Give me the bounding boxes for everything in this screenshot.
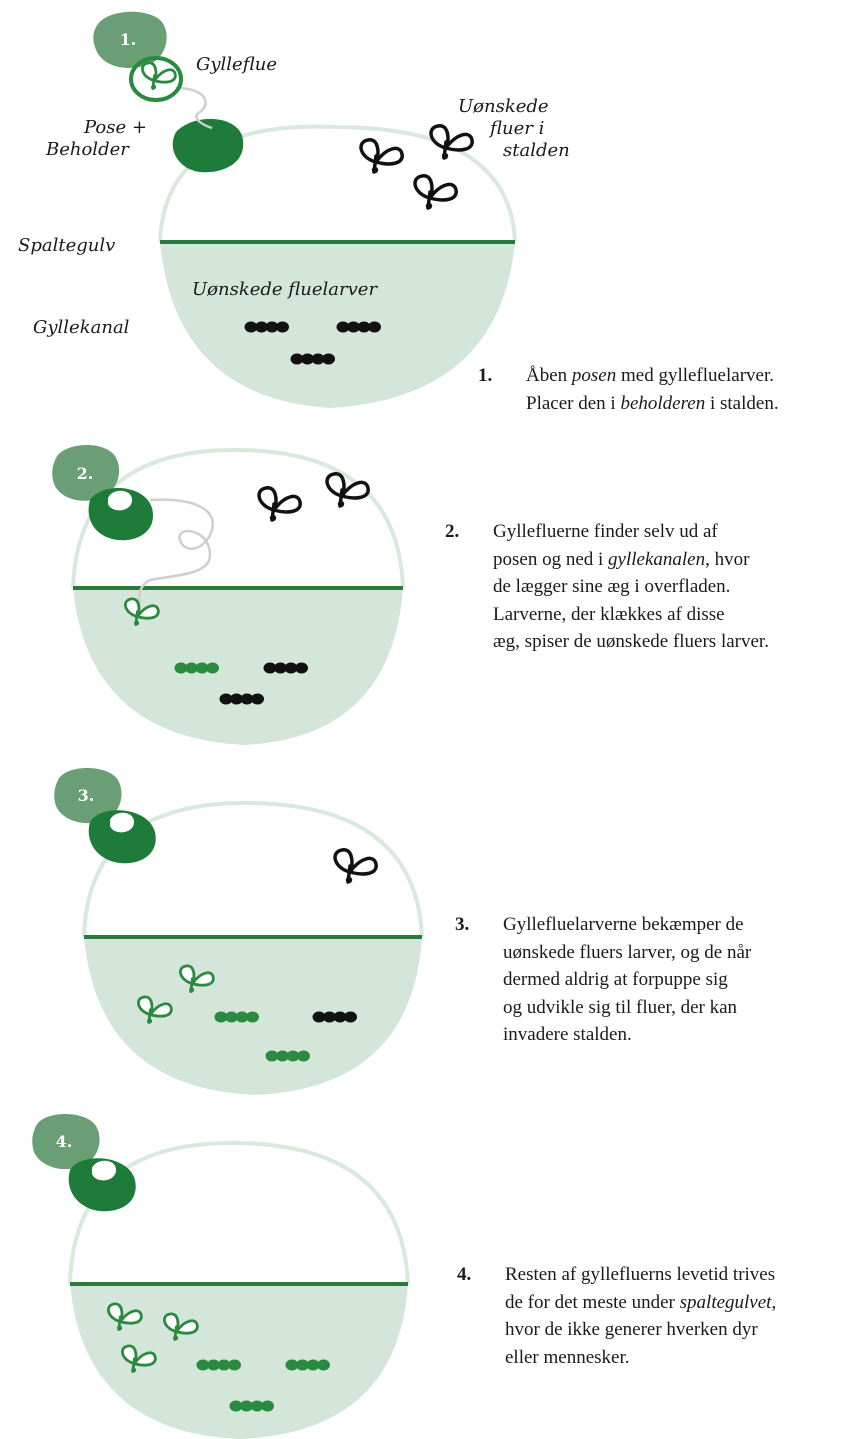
- step-description: Gyllefluerne finder selv ud af posen og n…: [493, 518, 840, 656]
- barn-outline: [82, 800, 424, 938]
- step-line: hvor de ikke generer hverken dyr: [505, 1319, 758, 1340]
- open-hole: [108, 490, 132, 511]
- badge-text: 3.: [78, 786, 95, 805]
- step-line: Gyllefluerne finder selv ud af: [493, 521, 718, 542]
- step-1-text: 1. Åben posen med gyllefluelarver. Placer …: [478, 362, 838, 417]
- green-larva-icon: [285, 1359, 330, 1371]
- step-number: 3.: [455, 914, 470, 935]
- step-line: Resten af gyllefluerns levetid trives: [505, 1264, 776, 1285]
- step-line: Gyllefluelarverne bekæmper de: [503, 914, 744, 935]
- panel-2: 2.: [52, 444, 405, 745]
- label-unwanted-flies-3: stalden: [503, 140, 570, 161]
- green-larva-icon: [174, 662, 219, 674]
- label-spaltegulv: Spaltegulv: [18, 235, 115, 256]
- label-fluelarver: Uønskede fluelarver: [192, 279, 378, 300]
- container-bag: [172, 118, 244, 173]
- step-number: 2.: [445, 521, 460, 542]
- green-fly-icon: [141, 61, 177, 91]
- black-fly-icon: [429, 124, 474, 160]
- step-description: Resten af gyllefluerns levetid trives de …: [505, 1261, 842, 1371]
- container-bag: [88, 488, 154, 541]
- step-line: de for det meste under spaltegulvet,: [505, 1291, 777, 1313]
- label-gylleflue: Gylleflue: [196, 54, 277, 75]
- label-beholder: Beholder: [45, 139, 130, 160]
- step-line: eller mennesker.: [505, 1346, 630, 1368]
- step-line: Larverne, der klækkes af disse: [493, 603, 725, 625]
- label-gyllekanal: Gyllekanal: [33, 317, 130, 338]
- panel-3: 3.: [54, 768, 424, 1095]
- panel-1: 1. Gylleflue Pose + Beholder Uønskede fl…: [18, 11, 570, 408]
- black-fly-icon: [257, 486, 302, 522]
- badge-blob: [54, 768, 122, 824]
- label-pose: Pose +: [83, 117, 147, 138]
- container-bag: [88, 810, 156, 864]
- step-line: æg, spiser de uønskede fluers larver.: [493, 631, 769, 652]
- step-line: Placer den i beholderen i stalden.: [526, 392, 779, 414]
- black-fly-icon: [413, 174, 458, 210]
- step-description: Gyllefluelarverne bekæmper de uønskede fl…: [503, 911, 840, 1049]
- step-number: 1.: [478, 365, 493, 386]
- step-description: Åben posen med gyllefluelarver. Placer de…: [526, 362, 838, 417]
- black-fly-icon: [333, 848, 378, 884]
- step-line: invadere stalden.: [503, 1024, 632, 1045]
- badge-blob: [52, 444, 120, 501]
- black-fly-icon: [325, 472, 370, 508]
- green-fly-icon: [107, 1302, 143, 1332]
- step-line: posen og ned i gyllekanalen, hvor: [493, 548, 750, 570]
- badge-text: 2.: [77, 464, 94, 483]
- badge-text: 1.: [120, 30, 137, 49]
- green-fly-icon: [124, 597, 160, 627]
- barn-outline: [68, 1140, 410, 1285]
- step-line: dermed aldrig at forpuppe sig: [503, 969, 728, 990]
- green-larva-icon: [214, 1011, 259, 1023]
- step-number: 4.: [457, 1264, 472, 1285]
- green-larva-icon: [265, 1050, 310, 1062]
- badge-text: 4.: [56, 1132, 73, 1151]
- green-fly-ring-icon: [129, 56, 183, 102]
- badge-blob: [32, 1114, 100, 1170]
- step-line: og udvikle sig til fluer, der kan: [503, 996, 738, 1018]
- green-larva-icon: [229, 1400, 274, 1412]
- canal-fill: [73, 588, 403, 745]
- hanging-string: [138, 498, 214, 604]
- step-line: Åben posen med gyllefluelarver.: [526, 365, 774, 386]
- badge-blob: [93, 11, 167, 68]
- panel-4: 4.: [32, 1114, 410, 1439]
- label-unwanted-flies-2: fluer i: [488, 118, 544, 139]
- container-bag: [68, 1158, 136, 1212]
- black-larva-icon: [219, 693, 264, 705]
- black-larva-icon: [290, 353, 335, 365]
- open-hole: [110, 812, 134, 833]
- step-2-text: 2. Gyllefluerne finder selv ud af posen og…: [445, 518, 840, 656]
- black-larva-icon: [312, 1011, 357, 1023]
- black-larva-icon: [244, 321, 289, 333]
- open-hole: [92, 1160, 116, 1181]
- barn-outline: [158, 124, 517, 243]
- step-line: de lægger sine æg i overfladen.: [493, 576, 731, 597]
- green-fly-icon: [137, 995, 173, 1025]
- black-larva-icon: [336, 321, 381, 333]
- green-fly-icon: [163, 1312, 199, 1342]
- green-fly-icon: [121, 1344, 157, 1374]
- green-larva-icon: [196, 1359, 241, 1371]
- hanging-string: [175, 86, 213, 130]
- label-unwanted-flies-1: Uønskede: [458, 96, 549, 117]
- step-4-text: 4. Resten af gyllefluerns levetid trives d…: [457, 1261, 842, 1371]
- black-fly-icon: [359, 138, 404, 174]
- step-3-text: 3. Gyllefluelarverne bekæmper de uønskede …: [455, 911, 840, 1049]
- black-larva-icon: [263, 662, 308, 674]
- green-fly-icon: [179, 964, 215, 994]
- step-line: uønskede fluers larver, og de når: [503, 941, 752, 963]
